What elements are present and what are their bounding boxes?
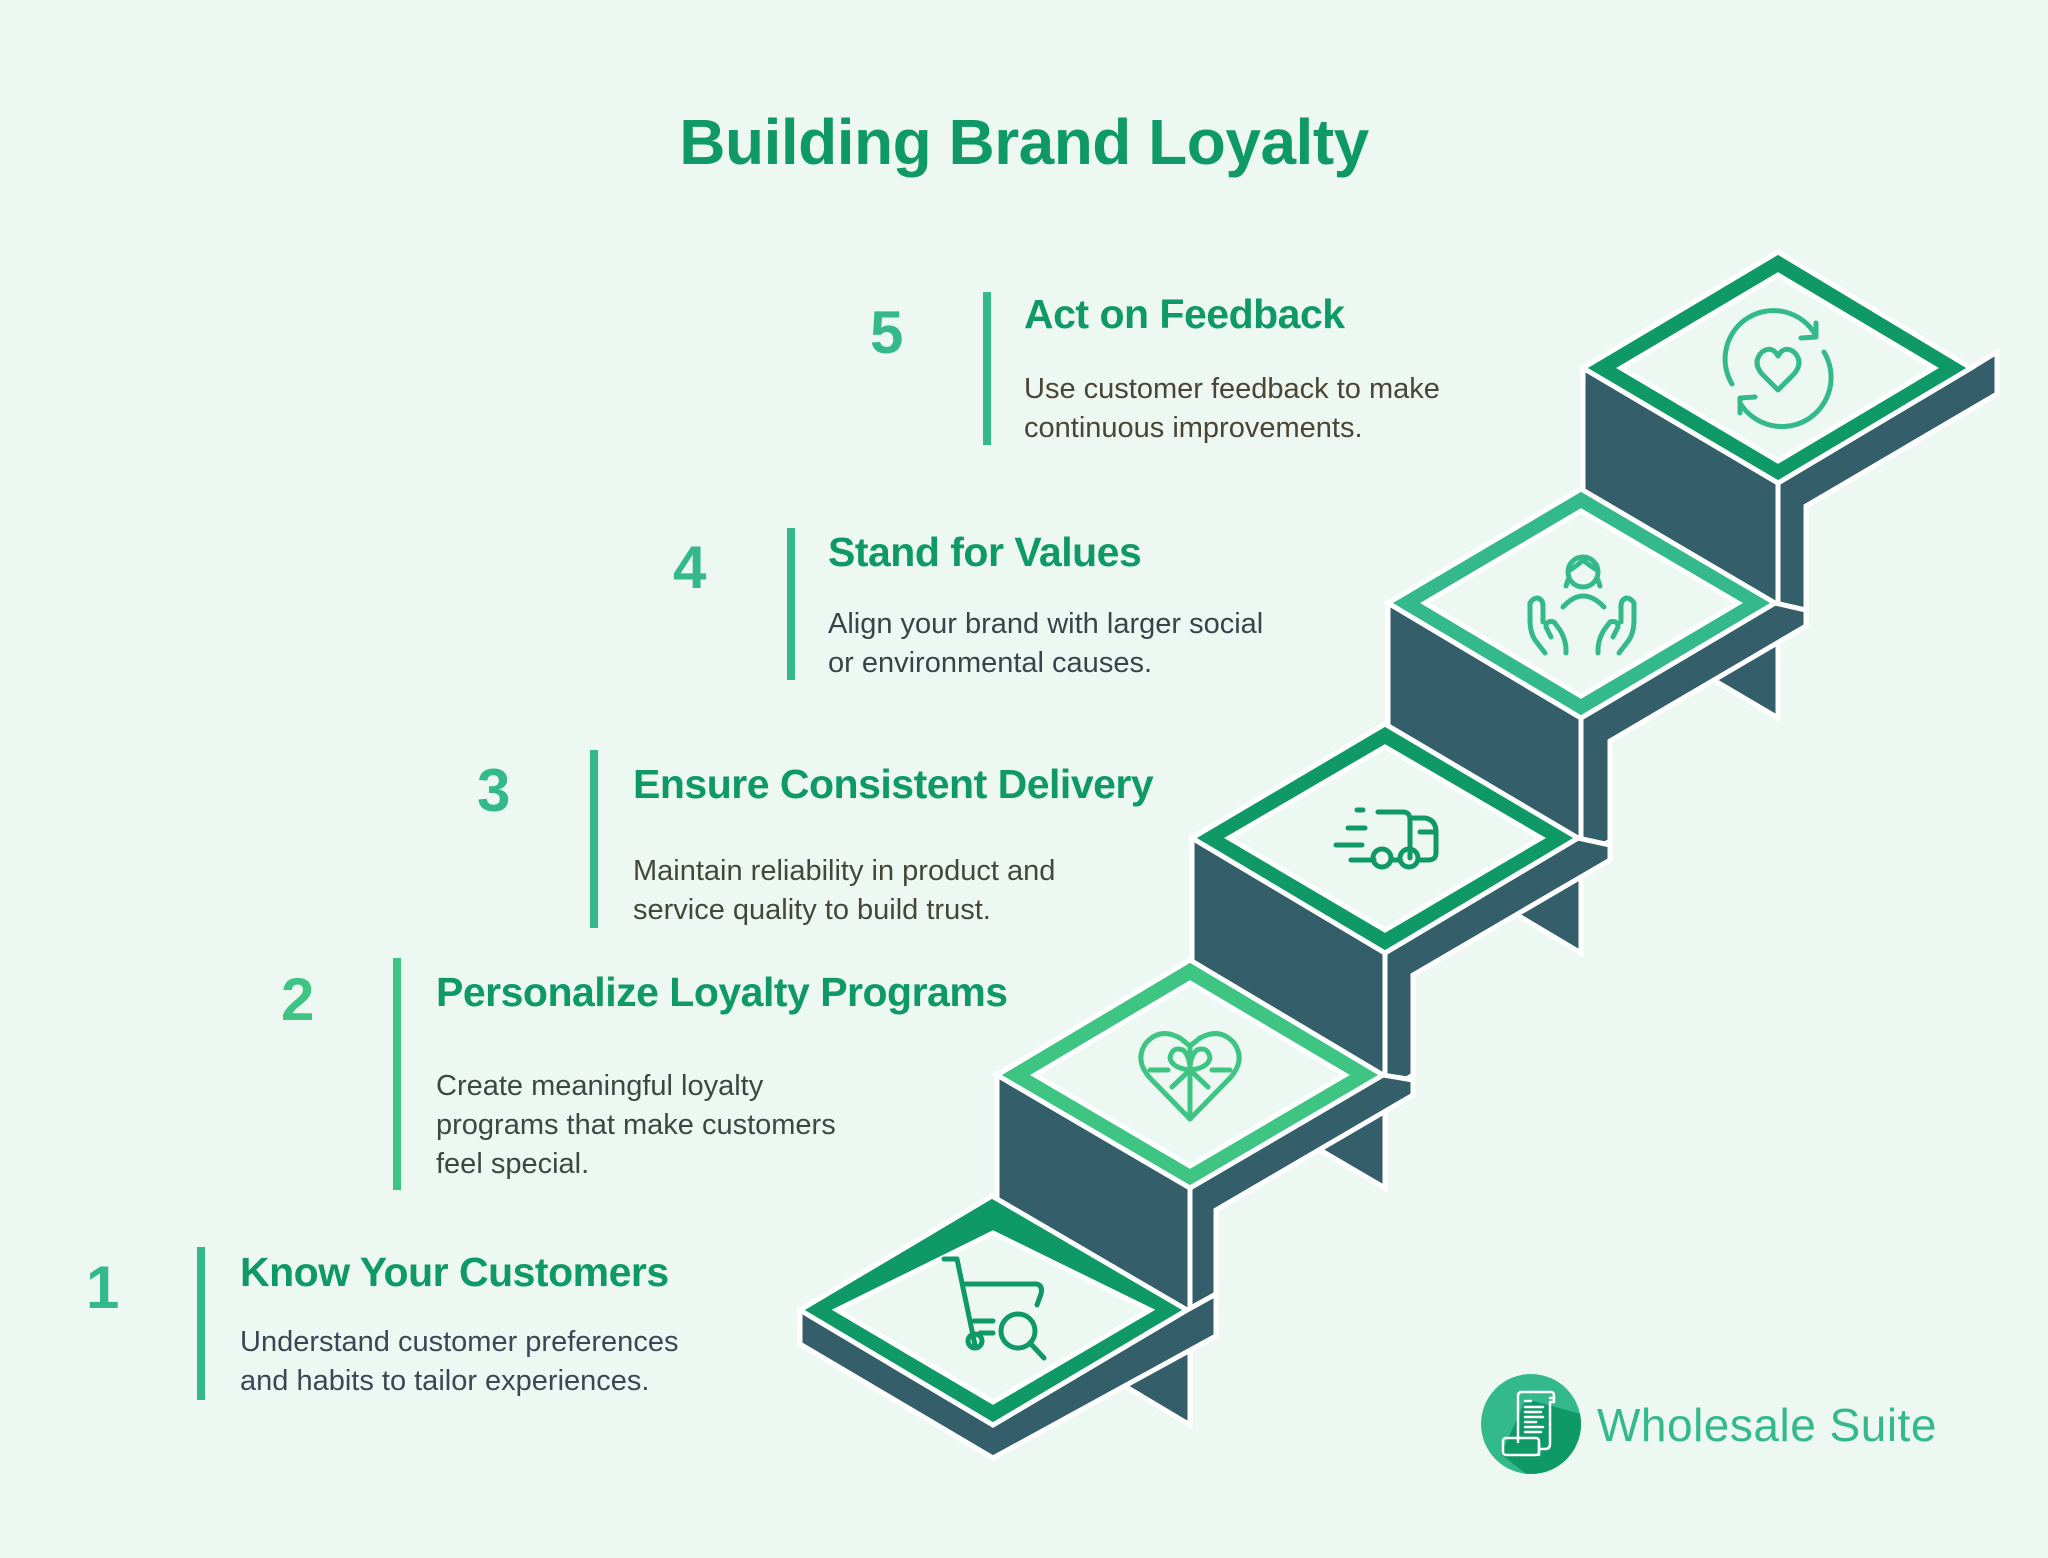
- step-5-top-inner: [1616, 272, 1939, 464]
- step-description: Maintain reliability in product and serv…: [633, 855, 1056, 926]
- heart-refresh-icon: [1722, 308, 1834, 430]
- delivery-truck-icon: [1333, 807, 1439, 870]
- step-4-top-inner: [1420, 508, 1743, 699]
- brand-logo: [1481, 1374, 1581, 1474]
- step-3-top-inner: [1224, 744, 1546, 933]
- step-number: 3: [477, 757, 511, 824]
- caring-hands-person-icon: [1527, 554, 1637, 656]
- step-description: Create meaningful loyalty programs that …: [436, 1070, 836, 1180]
- step-description: Understand customer preferences and habi…: [240, 1326, 679, 1397]
- step-title: Know Your Customers: [240, 1249, 669, 1295]
- step-description: Use customer feedback to make continuous…: [1024, 373, 1440, 444]
- shopping-cart-search-icon: [941, 1256, 1047, 1361]
- receipt-scroll-icon: [1501, 1390, 1581, 1474]
- step-divider-bar: [590, 750, 598, 928]
- brand-name: Wholesale Suite: [1597, 1399, 1937, 1451]
- step-number: 4: [673, 534, 707, 601]
- page-title: Building Brand Loyalty: [679, 106, 1369, 178]
- heart-gift-icon: [1138, 1031, 1242, 1122]
- step-divider-bar: [983, 292, 991, 445]
- step-number: 2: [281, 966, 315, 1033]
- step-number: 5: [870, 299, 904, 366]
- step-divider-bar: [393, 958, 401, 1190]
- step-title: Ensure Consistent Delivery: [633, 761, 1154, 807]
- step-title: Personalize Loyalty Programs: [436, 969, 1008, 1015]
- step-divider-bar: [787, 528, 795, 680]
- step-divider-bar: [197, 1247, 205, 1400]
- step-title: Act on Feedback: [1024, 291, 1345, 337]
- step-title: Stand for Values: [828, 529, 1142, 575]
- step-1-top-inner: [831, 1230, 1156, 1405]
- step-number: 1: [86, 1254, 120, 1321]
- step-description: Align your brand with larger social or e…: [828, 608, 1264, 679]
